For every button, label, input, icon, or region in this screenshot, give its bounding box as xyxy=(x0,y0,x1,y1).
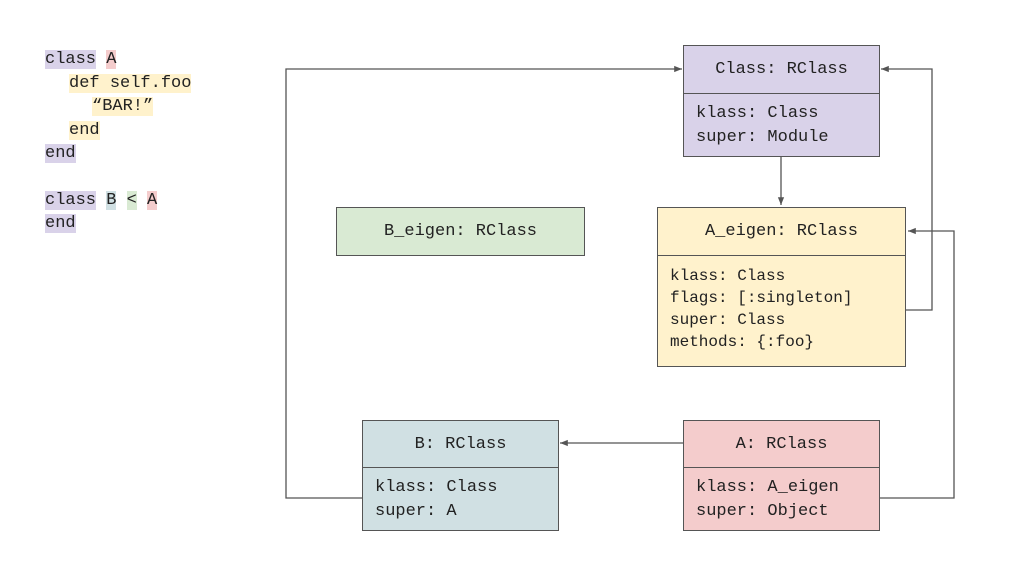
code-line-7: end xyxy=(45,212,191,236)
class-name-b: B xyxy=(106,190,117,210)
b-rclass-header: B: RClass xyxy=(363,421,558,468)
arrow-b-to-class xyxy=(285,65,682,499)
b-rclass-body: klass: Class super: A xyxy=(363,468,558,523)
a-eigen-header: A_eigen: RClass xyxy=(658,208,905,256)
code-line-1: class A xyxy=(45,48,191,72)
class-rclass-body: klass: Class super: Module xyxy=(684,94,879,149)
code-line-5: end xyxy=(45,142,191,166)
a-eigen-field: methods: {:foo} xyxy=(670,333,815,351)
b-rclass-title: B: RClass xyxy=(414,434,507,454)
class-rclass-box: Class: RClass klass: Class super: Module xyxy=(683,45,880,157)
keyword-class: class xyxy=(45,50,97,69)
a-eigen-body: klass: Class flags: [:singleton] super: … xyxy=(658,256,905,353)
a-rclass-title: A: RClass xyxy=(735,434,828,454)
parent-class-a: A xyxy=(147,190,158,210)
b-rclass-box: B: RClass klass: Class super: A xyxy=(362,420,559,531)
code-listing: class A def self.foo “BAR!” end end clas… xyxy=(45,48,192,236)
a-rclass-header: A: RClass xyxy=(684,421,879,468)
code-line-4: end xyxy=(45,119,191,143)
a-rclass-field: klass: A_eigen xyxy=(696,478,839,497)
method-name: self.foo xyxy=(109,73,192,93)
a-rclass-field: super: Object xyxy=(696,501,829,521)
a-rclass-box: A: RClass klass: A_eigen super: Object xyxy=(683,420,880,531)
code-line-6: class B < A xyxy=(45,189,191,213)
b-rclass-field: klass: Class xyxy=(375,478,498,497)
a-rclass-body: klass: A_eigen super: Object xyxy=(684,468,879,523)
class-rclass-field: super: Module xyxy=(696,127,829,147)
class-name-a: A xyxy=(106,50,117,69)
a-eigen-field: flags: [:singleton] xyxy=(670,289,853,307)
a-eigen-title: A_eigen: RClass xyxy=(704,222,859,241)
keyword-end-class: end xyxy=(45,144,76,163)
a-eigen-field: super: Class xyxy=(670,311,786,329)
keyword-def: def xyxy=(69,73,100,93)
b-eigen-title: B_eigen: RClass xyxy=(383,222,538,241)
inherit-operator: < xyxy=(126,190,137,210)
a-eigen-box: A_eigen: RClass klass: Class flags: [:si… xyxy=(657,207,906,367)
arrow-a-eigen-to-class xyxy=(881,65,933,311)
a-eigen-field: klass: Class xyxy=(670,267,786,285)
class-rclass-header: Class: RClass xyxy=(684,46,879,94)
class-rclass-title: Class: RClass xyxy=(715,60,848,79)
b-rclass-field: super: A xyxy=(375,501,457,521)
arrow-a-to-a-eigen xyxy=(880,227,955,499)
keyword-end-def: end xyxy=(69,120,100,140)
b-eigen-header: B_eigen: RClass xyxy=(337,208,584,255)
string-literal: “BAR!” xyxy=(92,97,154,116)
b-eigen-box: B_eigen: RClass xyxy=(336,207,585,256)
keyword-class-b: class xyxy=(45,190,97,210)
code-line-2: def self.foo xyxy=(45,72,192,96)
keyword-end-class-b: end xyxy=(45,214,76,233)
class-rclass-field: klass: Class xyxy=(696,104,819,123)
code-line-3: “BAR!” xyxy=(45,95,191,119)
